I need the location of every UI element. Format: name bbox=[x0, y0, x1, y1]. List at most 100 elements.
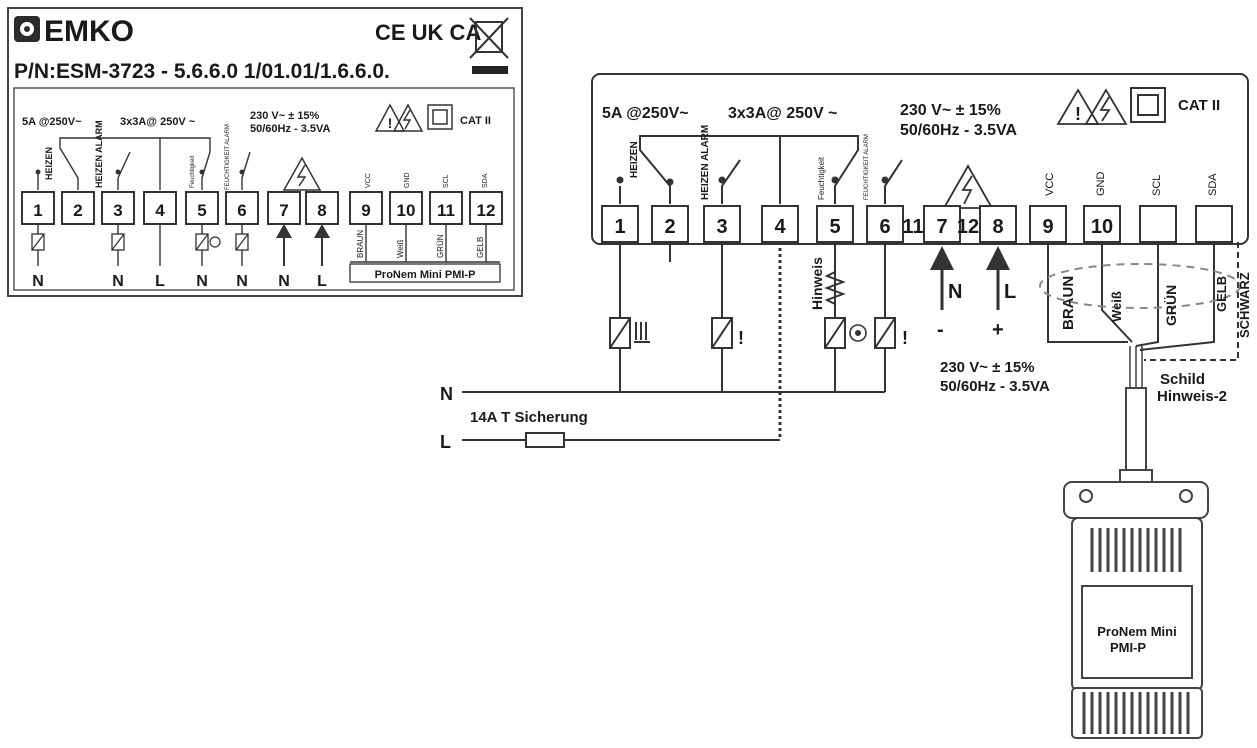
label-bottom-letter: N bbox=[196, 273, 208, 290]
shock-hazard-icon bbox=[392, 103, 424, 132]
label-supply-arrow-icon bbox=[276, 224, 292, 266]
label-terminal-box bbox=[21, 191, 55, 225]
label-terminal-box bbox=[225, 191, 259, 225]
label-supply-frequency: 50/60Hz - 3.5VA bbox=[250, 123, 331, 135]
terminal: 3 bbox=[716, 216, 727, 238]
label-terminal: 8 bbox=[317, 201, 326, 220]
svg-text:!: ! bbox=[1075, 104, 1081, 124]
label-bottom-letter: N bbox=[278, 273, 290, 290]
note2-label: Hinweis-2 bbox=[1157, 388, 1227, 405]
label-bottom-letter: L bbox=[155, 273, 165, 290]
terminal-box bbox=[979, 205, 1017, 243]
warning-triangle-icon: ! bbox=[1056, 88, 1100, 125]
label-wire-white: Weiß bbox=[396, 239, 405, 258]
label-sensor-name: ProNem Mini PMI-P bbox=[375, 269, 476, 281]
terminal: 2 bbox=[664, 216, 675, 238]
terminal: 8 bbox=[992, 216, 1003, 238]
label-bottom-letter: N bbox=[32, 273, 44, 290]
terminal-box bbox=[651, 205, 689, 243]
label-relay-label-humidity-alarm: FEUCHTIGKEIT ALARM bbox=[225, 124, 231, 190]
alarm-load-icon: ! bbox=[711, 317, 744, 349]
svg-text:!: ! bbox=[902, 328, 908, 348]
wire-brown: BRAUN bbox=[1060, 276, 1077, 330]
terminal: 10 bbox=[1091, 216, 1113, 238]
terminal-box bbox=[1195, 205, 1233, 243]
terminal-box bbox=[1139, 205, 1177, 243]
label-terminal-box bbox=[267, 191, 301, 225]
label-terminal-box bbox=[429, 191, 463, 225]
sensor-device: ProNem Mini PMI-P bbox=[1063, 481, 1209, 739]
warning-triangle-icon: ! bbox=[374, 103, 406, 132]
relay-rating: 5A @250V~ bbox=[602, 105, 689, 122]
terminal: 11 bbox=[902, 216, 923, 238]
category: CAT II bbox=[1178, 97, 1220, 114]
sensor-name-line1: ProNem Mini bbox=[1097, 624, 1176, 639]
mount-hole-icon bbox=[1079, 489, 1093, 503]
label-sensor-label-gnd: GND bbox=[404, 172, 411, 188]
line-n: N bbox=[440, 384, 453, 404]
sensor-probe bbox=[1071, 687, 1203, 739]
wire-yellow: GELB bbox=[1214, 276, 1229, 312]
fuse-label: 14A T Sicherung bbox=[470, 409, 588, 426]
label-lightning-icon bbox=[282, 156, 322, 191]
label-terminal-strip: 1 2 3 4 5 6 7 8 9 10 11 12 bbox=[21, 191, 503, 225]
label-terminal: 11 bbox=[437, 201, 455, 220]
label-load-humidity-alarm-icon bbox=[235, 233, 249, 251]
fuse-icon bbox=[525, 432, 565, 448]
terminal: 9 bbox=[1042, 216, 1053, 238]
label-terminal-box bbox=[61, 191, 95, 225]
label-wire-yellow: GELB bbox=[476, 237, 485, 258]
relay3-rating: 3x3A@ 250V ~ bbox=[728, 105, 837, 122]
supply-frequency: 50/60Hz - 3.5VA bbox=[900, 122, 1018, 139]
certification-marks: CE UK CA bbox=[375, 20, 481, 45]
label-terminal: 4 bbox=[155, 201, 165, 220]
double-insulation-icon bbox=[427, 104, 453, 130]
humidity-alarm-load-icon: ! bbox=[874, 317, 908, 349]
sensor-label-sda: SDA bbox=[1207, 173, 1219, 196]
sensor-label-gnd: GND bbox=[1095, 172, 1107, 197]
wire-black: SCHWARZ bbox=[1237, 272, 1252, 338]
supply-l: L bbox=[1004, 281, 1016, 303]
emko-logo-icon bbox=[14, 16, 40, 42]
label-load-heater-icon bbox=[31, 233, 45, 251]
mount-hole-icon bbox=[1179, 489, 1193, 503]
sensor-name-line2: PMI-P bbox=[1110, 640, 1146, 655]
label-rating-relay3: 3x3A@ 250V ~ bbox=[120, 116, 196, 128]
main-wiring: 5A @250V~ 3x3A@ 250V ~ 230 V~ ± 15% 50/6… bbox=[440, 73, 1252, 739]
label-bottom-letter: L bbox=[317, 273, 327, 290]
label-wire-green: GRÜN bbox=[436, 234, 445, 258]
label-terminal-box bbox=[389, 191, 423, 225]
supply-arrow-l-icon bbox=[986, 246, 1010, 310]
label-relay-label-heat: HEIZEN bbox=[44, 147, 54, 180]
line-l: L bbox=[440, 432, 451, 452]
label-supply-arrow-icon bbox=[314, 224, 330, 266]
label-inner-frame bbox=[13, 87, 515, 291]
probe-vents bbox=[1082, 692, 1190, 734]
label-terminal: 9 bbox=[361, 201, 370, 220]
shield-ellipse bbox=[1039, 263, 1241, 309]
sensor-label-vcc: VCC bbox=[1044, 173, 1056, 196]
weee-bin-icon bbox=[469, 17, 509, 74]
relay-label-heat: HEIZEN bbox=[629, 141, 640, 178]
heater-load-icon bbox=[609, 317, 650, 349]
label-terminal: 7 bbox=[279, 201, 288, 220]
label-relay-label-heat-alarm: HEIZEN ALARM bbox=[94, 120, 104, 188]
supply-plus: + bbox=[992, 319, 1004, 341]
controller-housing bbox=[591, 73, 1249, 245]
label-bottom-letter: N bbox=[236, 273, 248, 290]
supply-n: N bbox=[948, 281, 962, 303]
supply-arrow-n-icon bbox=[930, 246, 954, 310]
part-number: P/N:ESM-3723 - 5.6.6.0 1/01.01/1.6.6.0. bbox=[14, 60, 390, 83]
label-load-humidifier-icon bbox=[195, 233, 221, 251]
supply-voltage: 230 V~ ± 15% bbox=[900, 102, 1001, 119]
label-terminal-box bbox=[349, 191, 383, 225]
shield-label: Schild bbox=[1160, 371, 1205, 388]
terminal-box bbox=[923, 205, 961, 243]
label-bottom-letter: N bbox=[112, 273, 124, 290]
label-terminal: 12 bbox=[477, 201, 496, 220]
brand-name: EMKO bbox=[44, 15, 134, 48]
label-terminal: 3 bbox=[113, 201, 122, 220]
relay-label-heat-alarm: HEIZEN ALARM bbox=[700, 125, 711, 200]
label-sensor-label-sda: SDA bbox=[482, 173, 489, 188]
